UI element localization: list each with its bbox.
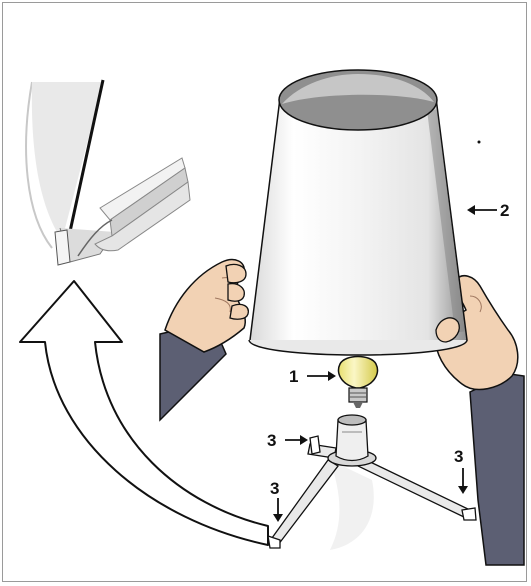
stray-dot [478, 141, 481, 144]
label-tab-right: 3 [454, 448, 463, 465]
tab-left-arrow [273, 498, 283, 522]
tab-center-arrow [285, 435, 308, 445]
light-bulb [339, 357, 378, 409]
tab-right-arrow [458, 468, 468, 494]
label-tab-center: 3 [267, 432, 276, 449]
shade-arrow [467, 205, 497, 215]
label-tab-left: 3 [270, 480, 279, 497]
bulb-arrow [307, 371, 336, 381]
label-bulb: 1 [289, 368, 298, 385]
lampshade [249, 70, 467, 355]
detail-inset [26, 80, 200, 265]
lamp-base [268, 415, 476, 550]
label-shade: 2 [500, 202, 509, 219]
